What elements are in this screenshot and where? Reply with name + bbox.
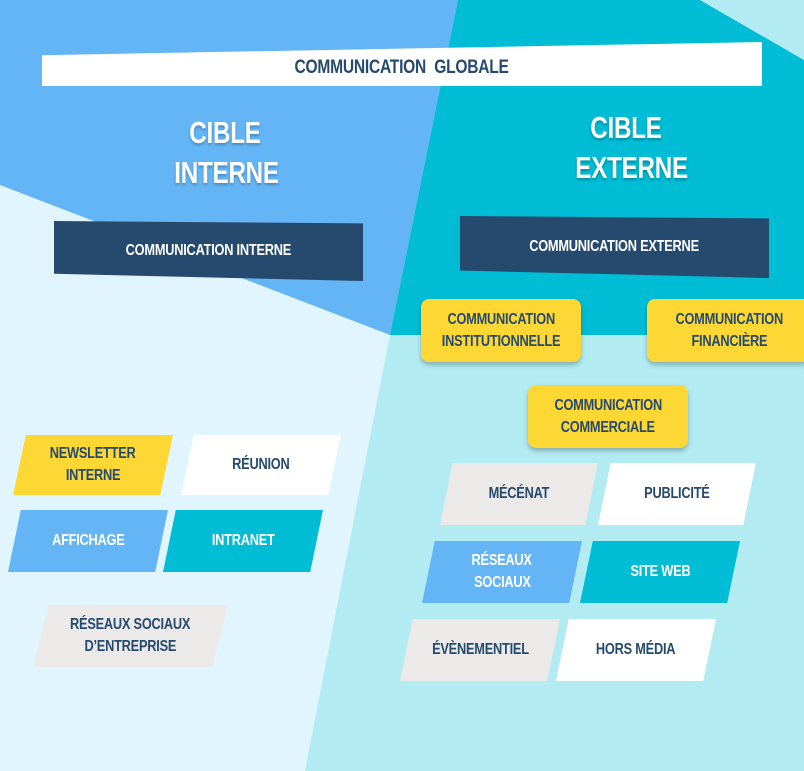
communication-interne-box: COMMUNICATION INTERNE xyxy=(54,221,363,281)
reunion-tile: RÉUNION xyxy=(181,435,341,495)
banner-title: COMMUNICATION GLOBALE xyxy=(294,57,510,78)
communication-financiere-box: COMMUNICATION FINANCIÈRE xyxy=(647,299,804,362)
right-title: CIBLE EXTERNE xyxy=(575,110,688,185)
reseaux-sociaux-entreprise-tile: RÉSEAUX SOCIAUX D’ENTREPRISE xyxy=(33,605,228,667)
hors-media-tile: HORS MÉDIA xyxy=(556,619,716,681)
affichage-tile: AFFICHAGE xyxy=(8,510,168,572)
mecenat-tile: MÉCÉNAT xyxy=(440,463,598,525)
intranet-tile: INTRANET xyxy=(163,510,323,572)
publicite-tile: PUBLICITÉ xyxy=(598,463,756,525)
communication-commerciale-box: COMMUNICATION COMMERCIALE xyxy=(528,385,688,448)
left-title: CIBLE INTERNE xyxy=(174,115,279,190)
communication-institutionnelle-box: COMMUNICATION INSTITUTIONNELLE xyxy=(421,299,581,362)
global-banner: COMMUNICATION GLOBALE xyxy=(42,42,762,86)
communication-externe-box: COMMUNICATION EXTERNE xyxy=(460,216,769,278)
site-web-tile: SITE WEB xyxy=(580,541,740,603)
evenementiel-tile: ÉVÈNEMENTIEL xyxy=(400,619,560,681)
newsletter-interne-tile: NEWSLETTER INTERNE xyxy=(13,435,173,495)
reseaux-sociaux-tile: RÉSEAUX SOCIAUX xyxy=(422,541,582,603)
bg-top-right-corner xyxy=(700,0,804,60)
